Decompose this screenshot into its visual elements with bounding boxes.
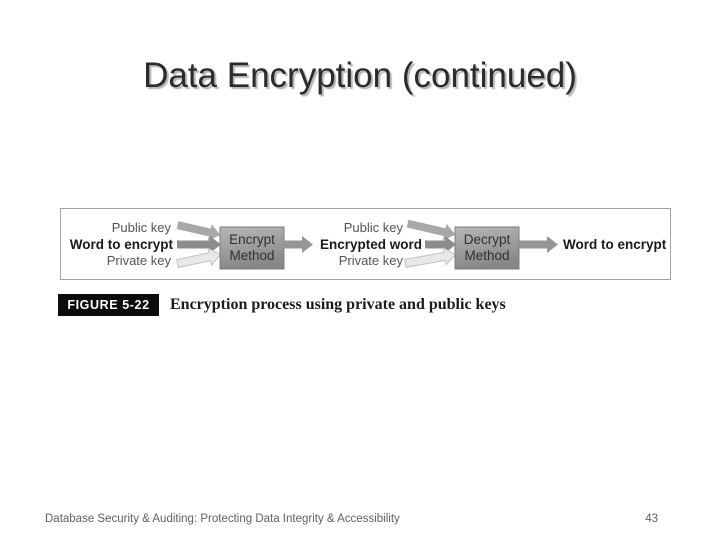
slide-title: Data Encryption (continued)	[143, 56, 577, 95]
decrypt-input-public-key: Public key	[344, 220, 404, 235]
decrypt-input-encrypted-word: Encrypted word	[320, 237, 422, 252]
figure-caption: Encryption process using private and pub…	[170, 296, 506, 313]
figure-tag: FIGURE 5-22	[58, 294, 159, 316]
page-number: 43	[645, 513, 658, 525]
word-to-encrypt-arrow	[177, 236, 221, 253]
encrypted-word-arrow	[425, 236, 456, 253]
public-key-arrow	[176, 221, 221, 241]
decrypt-method-label-line2: Method	[464, 248, 509, 263]
encrypt-input-word: Word to encrypt	[70, 237, 174, 252]
encrypt-input-private-key: Private key	[107, 253, 172, 268]
encryption-flow-diagram: Public key Word to encrypt Private key E…	[70, 219, 667, 270]
private-key-arrow-2	[404, 247, 457, 268]
encrypt-method-box	[219, 226, 285, 270]
decrypt-method-box	[454, 226, 520, 270]
decrypt-input-private-key: Private key	[339, 253, 404, 268]
decrypt-method-label-line1: Decrypt	[464, 232, 511, 247]
figure-border-box: Public key Word to encrypt Private key E…	[60, 208, 671, 280]
decrypt-output-arrow	[519, 236, 558, 253]
private-key-arrow	[176, 247, 222, 269]
encrypt-input-public-key: Public key	[112, 220, 172, 235]
footer-text: Database Security & Auditing: Protecting…	[45, 513, 400, 525]
final-output-word: Word to encrypt	[563, 237, 667, 252]
encrypt-output-arrow	[283, 236, 313, 253]
public-key-arrow-2	[406, 219, 456, 241]
encrypt-method-label-line1: Encrypt	[229, 232, 275, 247]
encrypt-method-label-line2: Method	[229, 248, 274, 263]
